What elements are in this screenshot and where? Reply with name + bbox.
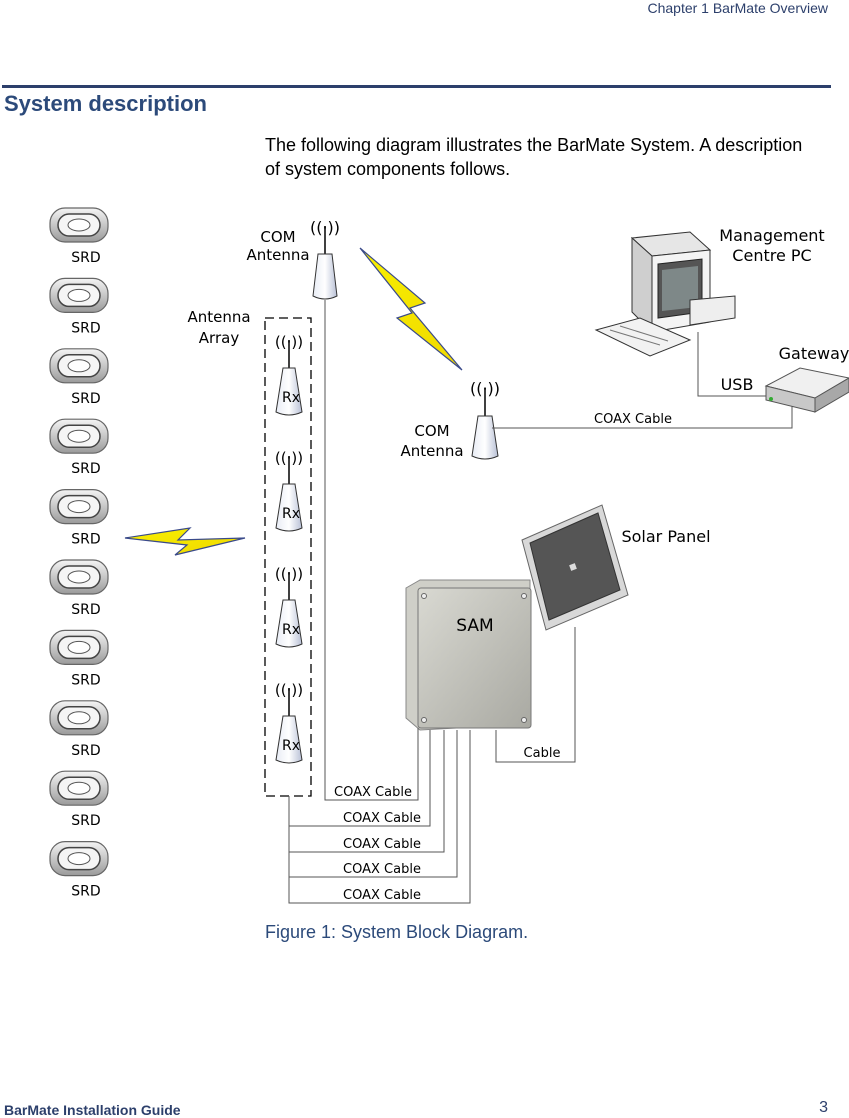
srd-label: SRD bbox=[71, 532, 100, 548]
srd-label: SRD bbox=[71, 672, 100, 688]
page-number: 3 bbox=[819, 1099, 828, 1116]
com-antenna-mid-label-2: Antenna bbox=[400, 442, 463, 460]
srd-label: SRD bbox=[71, 250, 100, 266]
srd-label: SRD bbox=[71, 391, 100, 407]
rx-antenna: ((·))Rx bbox=[275, 333, 303, 416]
com-antenna-mid: COM Antenna ((·)) bbox=[400, 379, 500, 460]
rx-antenna: ((·))Rx bbox=[275, 449, 303, 532]
wireless-link-bolt-left bbox=[124, 527, 246, 556]
sam-enclosure: SAM bbox=[405, 579, 532, 731]
srd-device bbox=[49, 277, 109, 313]
rx-label: Rx bbox=[282, 622, 300, 638]
management-pc-label-2: Centre PC bbox=[732, 246, 811, 265]
com-antenna-mid-label-1: COM bbox=[414, 422, 449, 440]
srd-label: SRD bbox=[71, 884, 100, 900]
srd-device bbox=[49, 418, 109, 454]
antenna-array: Antenna Array ((·))Rx ((·))Rx ((·))Rx ((·))… bbox=[187, 308, 312, 797]
srd-device bbox=[49, 840, 109, 877]
srd-device bbox=[49, 629, 109, 666]
rx-antenna: ((·))Rx bbox=[275, 565, 303, 648]
coax-cable-label: COAX Cable bbox=[343, 837, 421, 852]
usb-label: USB bbox=[721, 375, 754, 394]
coax-cable-label: COAX Cable bbox=[343, 888, 421, 903]
com-antenna-top: COM Antenna ((·)) bbox=[246, 218, 340, 300]
rx-label: Rx bbox=[282, 506, 300, 522]
system-block-diagram: SRD SRD SRD SRD SRD SRD SRD SRD SRD SRD COM Anten… bbox=[49, 207, 849, 904]
coax-cable-label: COAX Cable bbox=[343, 811, 421, 826]
srd-label: SRD bbox=[71, 813, 100, 829]
figure-caption: Figure 1: System Block Diagram. bbox=[265, 922, 529, 942]
com-antenna-top-label-2: Antenna bbox=[246, 246, 309, 264]
gateway-label: Gateway bbox=[779, 344, 849, 363]
sam-label: SAM bbox=[456, 616, 493, 636]
gateway-icon bbox=[764, 367, 849, 413]
srd-device bbox=[49, 770, 109, 806]
footer-title: BarMate Installation Guide bbox=[4, 1102, 181, 1118]
coax-cable-label: COAX Cable bbox=[334, 785, 412, 800]
srd-label: SRD bbox=[71, 461, 100, 477]
srd-devices: SRD SRD SRD SRD SRD SRD SRD SRD SRD SRD bbox=[49, 207, 109, 900]
management-pc-icon bbox=[594, 231, 736, 357]
rx-label: Rx bbox=[282, 738, 300, 754]
chapter-header: Chapter 1 BarMate Overview bbox=[647, 0, 828, 16]
coax-cable-gateway-label: COAX Cable bbox=[594, 412, 672, 427]
solar-cable-label: Cable bbox=[524, 746, 561, 761]
srd-device bbox=[49, 348, 109, 384]
srd-label: SRD bbox=[71, 602, 100, 618]
header-rule bbox=[2, 85, 831, 88]
srd-device bbox=[49, 207, 109, 243]
srd-device bbox=[49, 489, 109, 525]
com-antenna-top-label-1: COM bbox=[260, 228, 295, 246]
srd-label: SRD bbox=[71, 320, 100, 336]
srd-device bbox=[49, 559, 109, 595]
management-pc-label-1: Management bbox=[719, 226, 824, 245]
rx-antenna: ((·))Rx bbox=[275, 681, 303, 764]
section-title: System description bbox=[4, 91, 207, 116]
antenna-array-label-2: Array bbox=[199, 329, 240, 347]
solar-panel-icon bbox=[521, 504, 629, 631]
solar-panel-label: Solar Panel bbox=[621, 527, 710, 546]
srd-device bbox=[49, 700, 109, 736]
srd-label: SRD bbox=[71, 743, 100, 759]
coax-cable-label: COAX Cable bbox=[343, 862, 421, 877]
wireless-link-bolt-top bbox=[359, 247, 463, 371]
intro-paragraph: The following diagram illustrates the Ba… bbox=[265, 135, 803, 179]
antenna-array-label-1: Antenna bbox=[187, 308, 250, 326]
rx-label: Rx bbox=[282, 390, 300, 406]
